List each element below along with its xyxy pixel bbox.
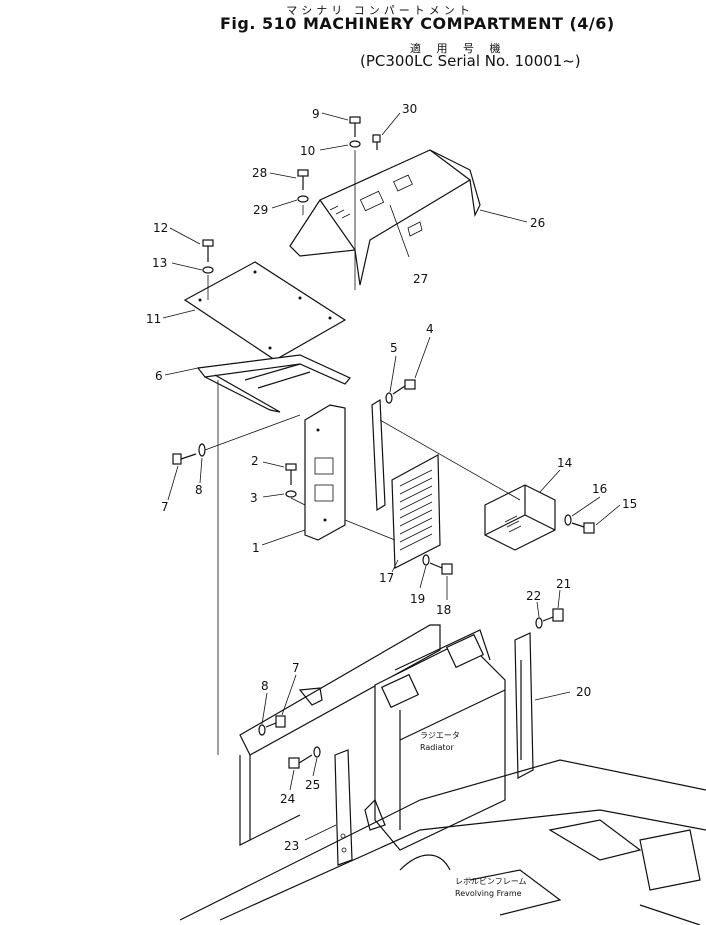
figure-title: Fig. 510 MACHINERY COMPARTMENT (4/6) (220, 14, 615, 33)
callout-4: 4 (426, 322, 434, 336)
callout-29: 29 (253, 203, 268, 217)
plate-part-11 (183, 261, 347, 361)
callout-7-upper: 7 (161, 500, 169, 514)
bolt-18 (429, 562, 453, 575)
callout-17: 17 (379, 571, 394, 585)
callout-20: 20 (576, 685, 591, 699)
callout-24: 24 (280, 792, 295, 806)
washer-3 (285, 490, 297, 498)
side-plate-part-1 (304, 404, 346, 541)
washer-16 (564, 514, 572, 526)
bolt-2 (285, 463, 297, 485)
title-japanese: マシナリ コンパートメント (286, 4, 474, 17)
washer-5 (385, 392, 393, 404)
louver-panel-part-17 (391, 454, 441, 569)
washer-13 (202, 266, 214, 274)
callout-26: 26 (530, 216, 545, 230)
bolt-30 (372, 134, 381, 150)
washer-8-upper (198, 443, 206, 457)
callout-18: 18 (436, 603, 451, 617)
callout-9: 9 (312, 107, 320, 121)
bolt-9 (349, 116, 361, 137)
radiator-label: Radiator (420, 743, 455, 752)
revolving-frame (179, 759, 706, 925)
washer-29 (297, 195, 309, 203)
callout-10: 10 (300, 144, 315, 158)
callout-leaders (162, 112, 621, 841)
callout-5: 5 (390, 341, 398, 355)
callout-22: 22 (526, 589, 541, 603)
callout-28: 28 (252, 166, 267, 180)
callout-27: 27 (413, 272, 428, 286)
bolt-21 (542, 608, 564, 622)
serial-range: (PC300LC Serial No. 10001~) (360, 52, 581, 70)
washer-22 (535, 617, 543, 629)
callout-11: 11 (146, 312, 161, 326)
callout-16: 16 (592, 482, 607, 496)
callout-13: 13 (152, 256, 167, 270)
bolt-4 (392, 379, 416, 395)
callout-15: 15 (622, 497, 637, 511)
callout-12: 12 (153, 221, 168, 235)
callout-25: 25 (305, 778, 320, 792)
bolt-15 (571, 522, 595, 534)
side-bracket-part-20 (514, 632, 534, 779)
washer-8-lower (258, 724, 266, 736)
bolt-7-upper (172, 453, 197, 465)
stay-bracket (371, 398, 386, 512)
bolt-7-lower (265, 715, 286, 728)
callout-8-upper: 8 (195, 483, 203, 497)
washer-25 (313, 746, 321, 758)
top-cover-part-26 (289, 149, 481, 286)
applicability-japanese: 適 用 号 機 (410, 42, 507, 55)
radiator (364, 629, 506, 851)
callout-2: 2 (251, 454, 259, 468)
callout-30: 30 (402, 102, 417, 116)
callout-14: 14 (557, 456, 572, 470)
callout-23: 23 (284, 839, 299, 853)
revolving-frame-label: Revolving Frame (455, 889, 522, 898)
callout-8-lower: 8 (261, 679, 269, 693)
callout-numbers: 9 10 30 28 29 12 13 11 6 27 26 5 4 7 8 2… (146, 102, 637, 853)
callout-19: 19 (410, 592, 425, 606)
assembly-guide-lines (204, 150, 521, 755)
bolt-24 (288, 754, 313, 769)
bolt-28 (297, 169, 309, 190)
bolt-12 (202, 239, 214, 262)
callout-3: 3 (250, 491, 258, 505)
callout-6: 6 (155, 369, 163, 383)
washer-10 (349, 140, 361, 148)
callout-1: 1 (252, 541, 260, 555)
bracket-part-6 (196, 354, 351, 413)
washer-19 (422, 554, 430, 566)
radiator-label-jp: ラジエータ (420, 731, 460, 740)
callout-21: 21 (556, 577, 571, 591)
lower-baffle-frame (239, 624, 441, 846)
revolving-frame-label-jp: レボルビンフレーム (455, 877, 527, 886)
callout-7-lower: 7 (292, 661, 300, 675)
side-bracket-part-23 (334, 749, 353, 866)
bracket-part-14 (484, 484, 556, 551)
